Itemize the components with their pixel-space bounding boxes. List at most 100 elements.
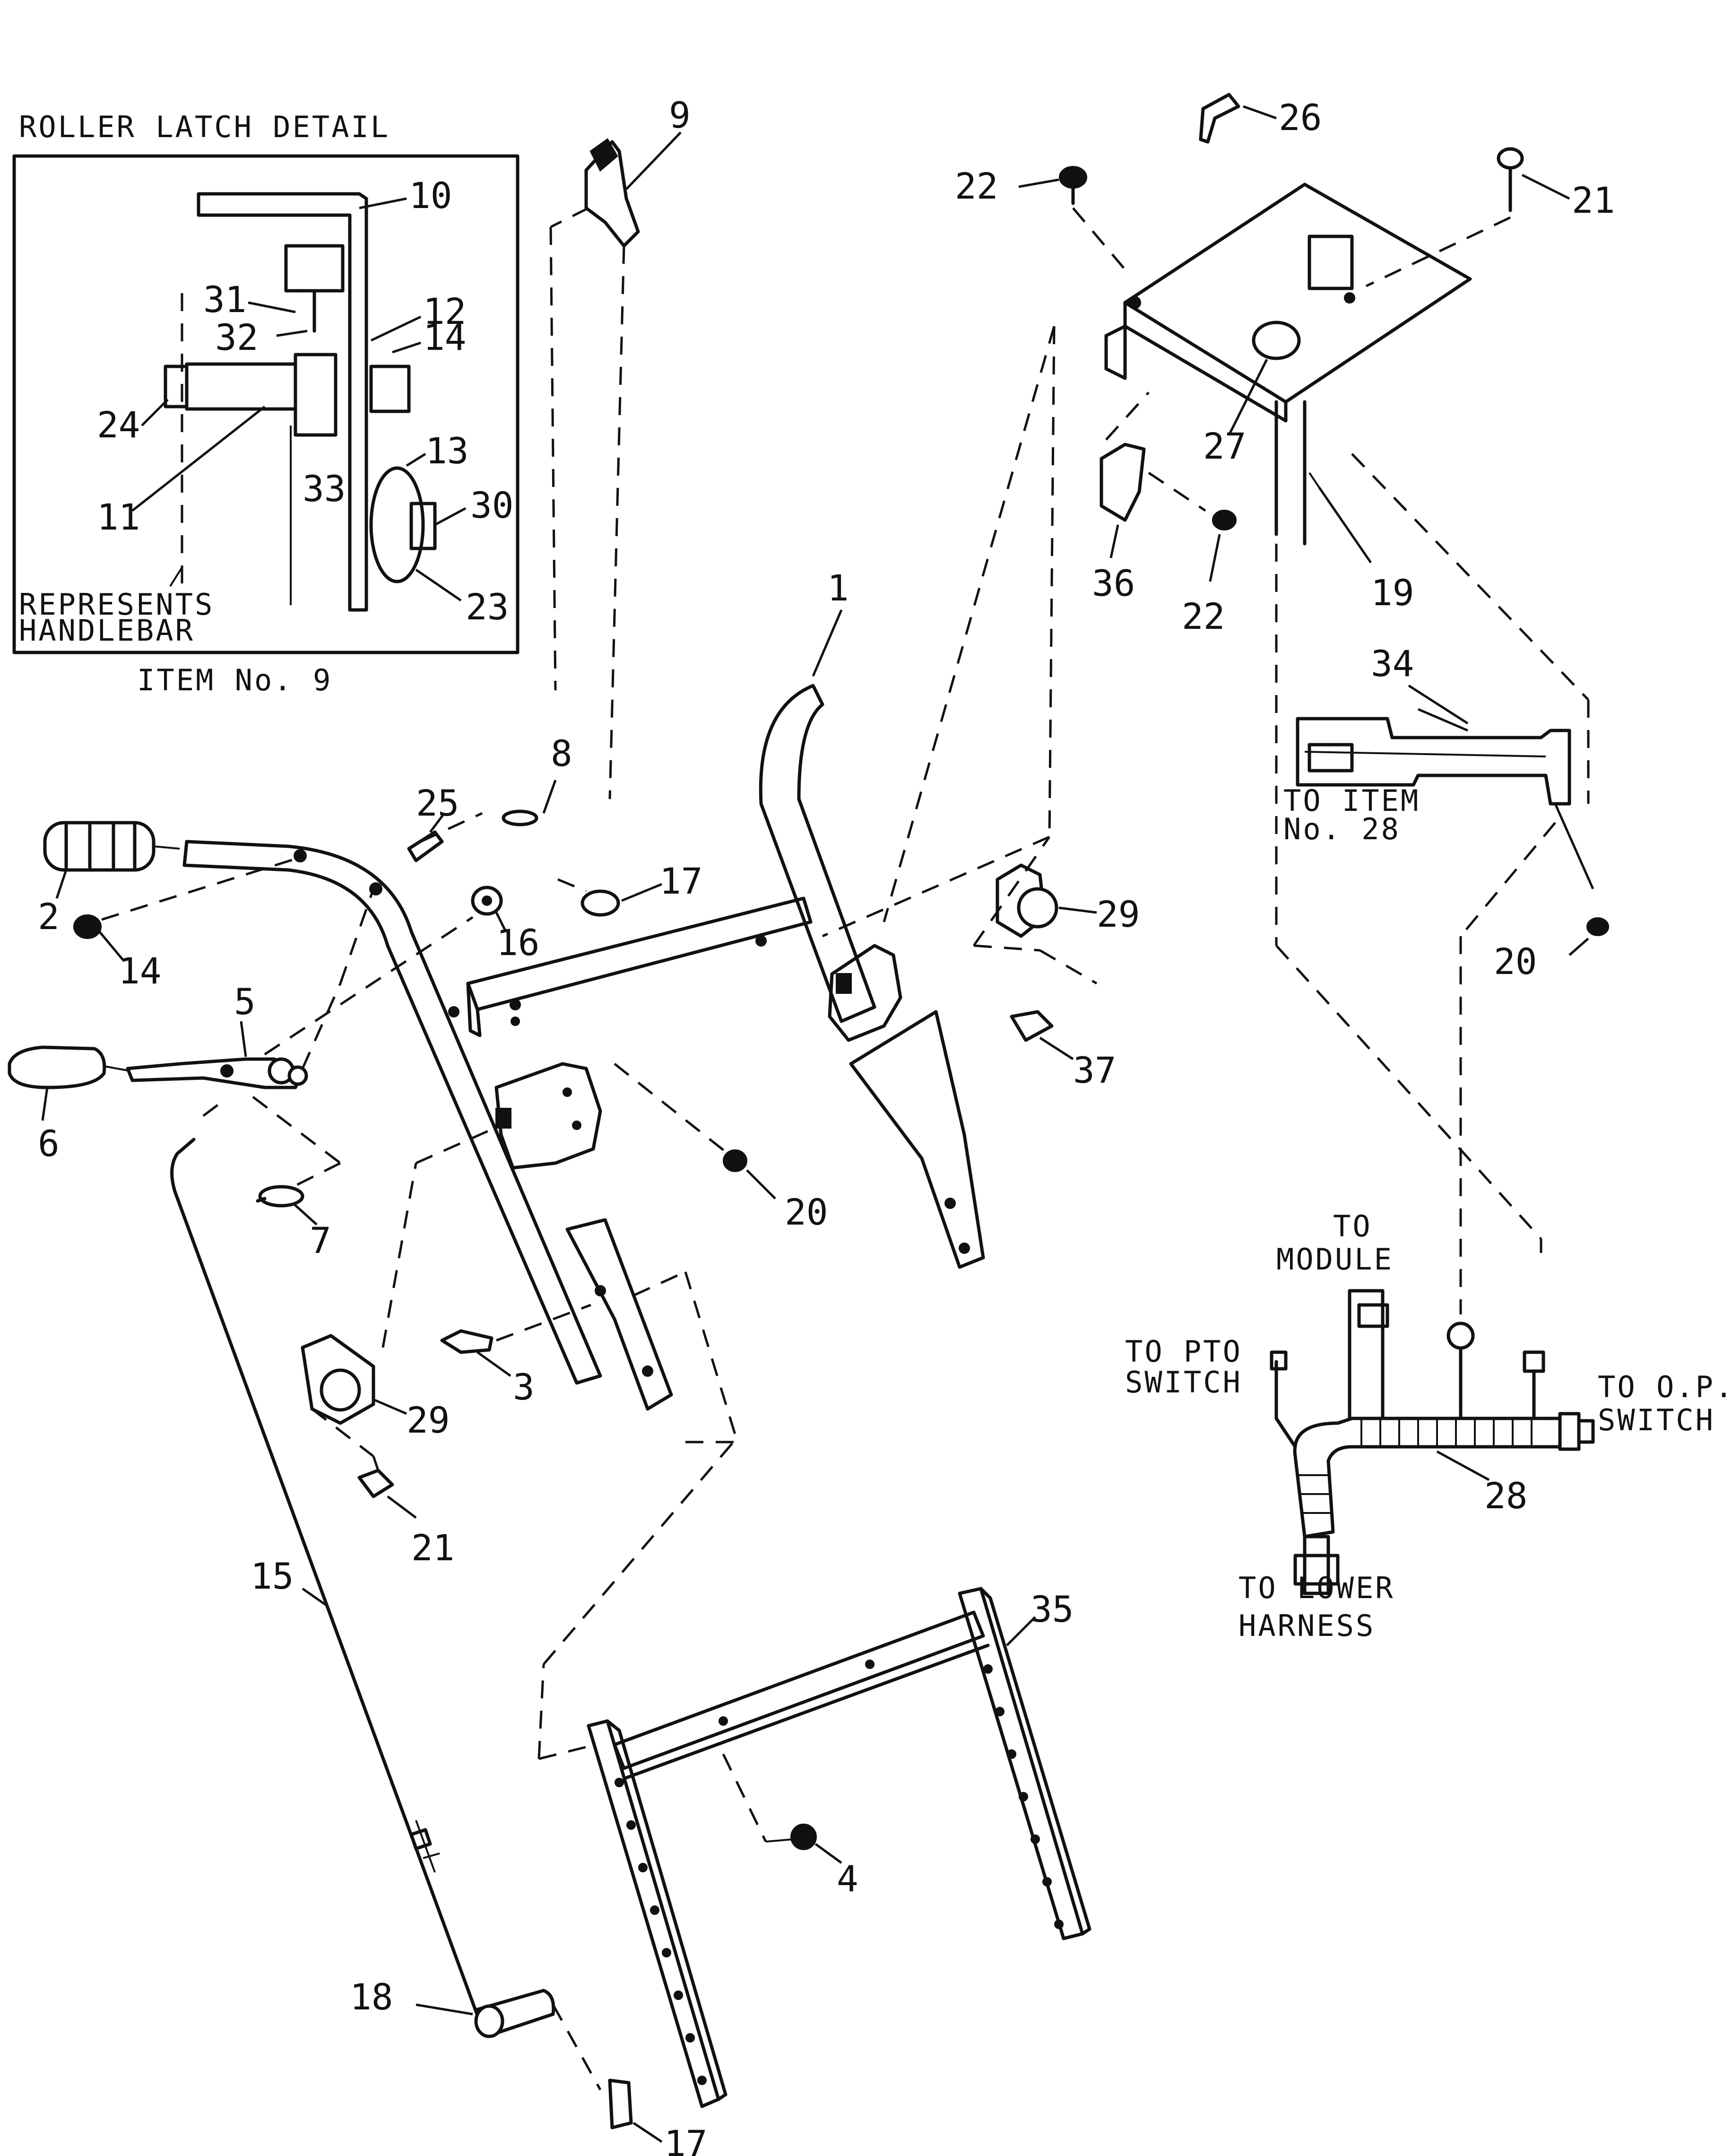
handlebar-right-1: 1 [759, 567, 985, 1269]
cap-17-bottom [608, 2078, 633, 2130]
lower-handle-right [849, 1010, 985, 1269]
callout-14: 14 [118, 950, 162, 992]
latch-roller [369, 466, 425, 583]
cap-17-top [580, 889, 620, 917]
ignition-switch-27 [1252, 321, 1301, 360]
callout-2: 2 [38, 895, 60, 938]
nut-20-mid: 20 [614, 1063, 828, 1233]
grip-2: 2 [38, 821, 180, 938]
bolt-21-bottom [357, 1469, 394, 1498]
nut-14: 14 [73, 857, 298, 992]
inset-title: ROLLER LATCH DETAIL [19, 110, 390, 144]
control-rod-15: 15 [170, 1101, 484, 2030]
latch-shaft [185, 362, 297, 411]
screw-21-top [1497, 147, 1524, 170]
to-item-line1: TO ITEM [1283, 783, 1420, 818]
callout-37: 37 [1073, 1049, 1117, 1091]
callout-9: 9 [669, 94, 691, 136]
pin-8-clip-25: 8 25 [407, 732, 572, 862]
callout-20-right: 20 [1494, 940, 1537, 982]
bolt-37 [1010, 1010, 1054, 1042]
callout-7: 7 [310, 1219, 331, 1261]
bolt-7: 7 [252, 1096, 341, 1261]
to-module-line2: MODULE [1276, 1242, 1394, 1277]
frame-crossbar [613, 1610, 985, 1770]
roller-axle [409, 502, 437, 550]
item-no-9-label: ITEM No. 9 [137, 663, 332, 697]
latch-slider [294, 353, 338, 437]
callout-22-top: 22 [955, 165, 998, 207]
key-26 [1199, 93, 1240, 144]
pin-8 [502, 809, 538, 826]
screw-22-bottom [1212, 510, 1237, 530]
callout-32: 32 [215, 316, 259, 358]
callout-6: 6 [38, 1122, 60, 1165]
callout-14-inset: 14 [423, 316, 467, 358]
cross-brace [466, 896, 813, 1037]
to-pto-line1: TO PTO [1125, 1334, 1242, 1369]
callout-5: 5 [234, 981, 256, 1023]
to-pto-line2: SWITCH [1125, 1365, 1242, 1400]
callout-33: 33 [303, 468, 346, 510]
to-item-line2: No. 28 [1283, 812, 1401, 846]
latch-pin-head [164, 365, 189, 409]
phantom-panel-to-bracket [1048, 326, 1056, 837]
callout-29-left: 29 [407, 1399, 450, 1441]
callout-36: 36 [1092, 562, 1135, 604]
inset-frame [12, 154, 520, 654]
latch-bracket [197, 192, 368, 612]
control-panel-assembly: 26 22 21 27 36 22 19 [883, 93, 1615, 946]
to-op-line2: SWITCH [1598, 1403, 1715, 1437]
callout-15: 15 [251, 1555, 294, 1597]
callout-21-top: 21 [1572, 179, 1615, 221]
callout-17-top: 17 [659, 860, 703, 902]
callout-18: 18 [350, 1976, 393, 2018]
inset-nut [369, 365, 411, 413]
upper-handle-right [759, 684, 876, 1023]
cap-17-washer-16: 17 16 [471, 860, 703, 964]
handle-18-cap-17: 18 17 [350, 1976, 708, 2156]
pivot-plate-right [828, 944, 902, 1042]
clip-25 [407, 830, 444, 862]
clip-36 [1100, 443, 1146, 522]
callout-26: 26 [1279, 96, 1322, 139]
callout-16: 16 [496, 922, 540, 964]
knob-6 [8, 1045, 106, 1089]
callout-27: 27 [1203, 425, 1247, 467]
callout-1: 1 [827, 567, 849, 609]
handlebar-label: HANDLEBAR [19, 613, 195, 648]
callout-34: 34 [1371, 643, 1414, 685]
to-lower-line1: TO LOWER [1238, 1571, 1395, 1605]
to-op-line1: TO O.P. [1598, 1370, 1732, 1404]
callout-20-mid: 20 [785, 1191, 828, 1233]
callout-10: 10 [409, 174, 452, 217]
callout-21-bottom: 21 [411, 1527, 455, 1569]
harness-34: 34 TO ITEM No. 28 20 [1283, 643, 1609, 1314]
roller-latch-detail-inset: ROLLER LATCH DETAIL 10 31 32 [12, 110, 520, 697]
callout-19: 19 [1371, 572, 1414, 614]
rod-15 [170, 1138, 484, 2030]
wire-harness-28: 28 TO MODULE TO PTO SWITCH TO O.P. SWITC… [1125, 1209, 1732, 1643]
bracket-29-right: 29 37 [822, 835, 1140, 1091]
control-panel-plate [1123, 183, 1472, 404]
roller-latch-item-9: 9 [549, 94, 691, 800]
callout-8: 8 [551, 732, 572, 774]
to-lower-line2: HARNESS [1238, 1608, 1375, 1643]
screw-22-top [1059, 166, 1087, 189]
latch-block [284, 244, 345, 293]
callout-29-right: 29 [1097, 893, 1140, 935]
lower-frame-35: 35 [537, 1270, 1091, 2108]
callout-35: 35 [1031, 1588, 1074, 1630]
callout-13: 13 [425, 430, 469, 472]
represents-label: REPRESENTS [19, 587, 214, 622]
callout-17-bottom: 17 [664, 2122, 708, 2156]
panel-lever [1308, 235, 1354, 290]
pin-3: 3 [440, 1304, 591, 1408]
nut-20-right [1586, 917, 1609, 936]
lever-5-knob-6: 5 6 [8, 888, 474, 1165]
callout-28: 28 [1484, 1475, 1528, 1517]
handlebar-left [182, 840, 673, 1411]
bracket-29-left: 29 21 [301, 1124, 502, 1569]
nut-4: 4 [722, 1753, 858, 1900]
